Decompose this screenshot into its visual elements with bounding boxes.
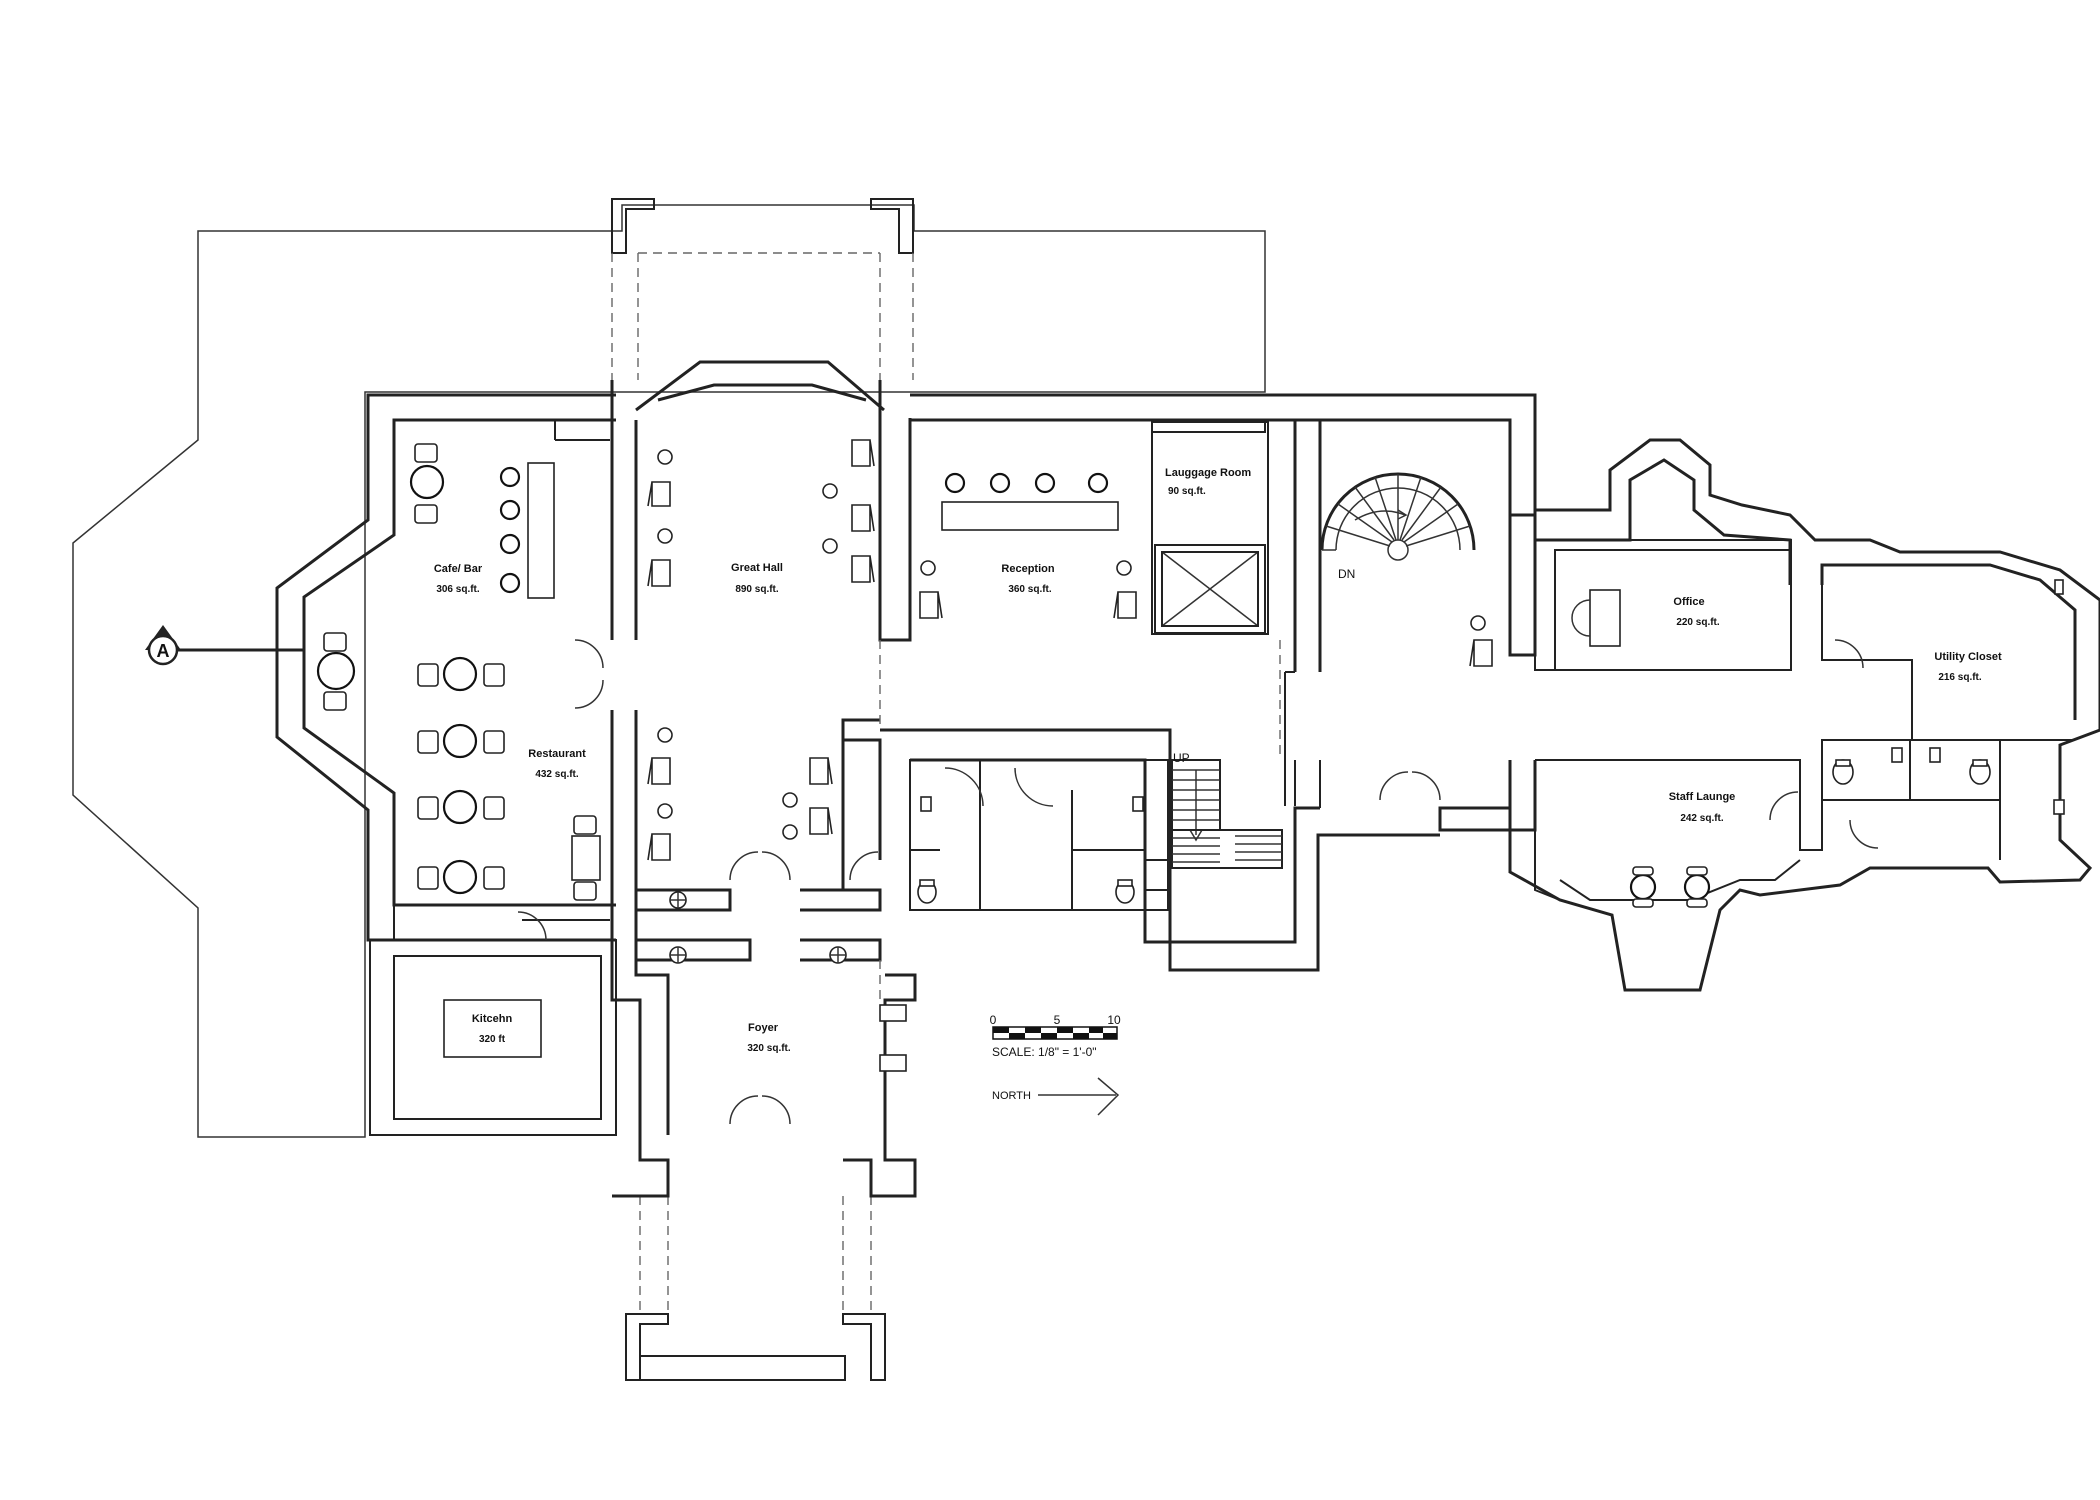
reception-area: 360 sq.ft.: [1008, 584, 1052, 595]
staff-lounge-area: 242 sq.ft.: [1680, 813, 1724, 824]
west-wing-walls: [275, 393, 617, 1136]
stair-down-label: DN: [1338, 567, 1355, 581]
scale-text: SCALE: 1/8" = 1'-0": [992, 1045, 1097, 1059]
north-label: NORTH: [992, 1090, 1031, 1102]
kitchen-counter: [443, 999, 542, 1058]
staff-lounge-name: Staff Launge: [1669, 791, 1736, 803]
reception-furniture: [919, 472, 1493, 667]
cafe-bar-area: 306 sq.ft.: [436, 584, 480, 595]
scale-bar: 0 5 10 SCALE: 1/8" = 1'-0": [990, 1013, 1121, 1059]
utility-closet-name: Utility Closet: [1934, 651, 2002, 663]
scale-tick-5: 5: [1054, 1013, 1061, 1027]
restaurant-name: Restaurant: [528, 748, 586, 760]
site-boundary: [72, 204, 1266, 1138]
foyer-name: Foyer: [748, 1022, 779, 1034]
restrooms: [909, 759, 1169, 911]
scale-tick-10: 10: [1107, 1013, 1121, 1027]
south-porch: [625, 1196, 886, 1381]
foyer-area: 320 sq.ft.: [747, 1043, 791, 1054]
great-hall-name: Great Hall: [731, 562, 783, 574]
office-name: Office: [1673, 596, 1704, 608]
scale-tick-0: 0: [990, 1013, 997, 1027]
luggage-room-name: Lauggage Room: [1165, 467, 1251, 479]
restaurant-area: 432 sq.ft.: [535, 769, 579, 780]
cafe-bar-furniture: [409, 443, 555, 599]
east-block-walls: [908, 393, 1537, 972]
kitchen-name: Kitcehn: [472, 1013, 513, 1025]
luggage-room-area: 90 sq.ft.: [1168, 486, 1206, 497]
spiral-stair: [1320, 472, 1476, 561]
great-hall-area: 890 sq.ft.: [735, 584, 779, 595]
central-walls: [610, 360, 917, 1198]
utility-closet-area: 216 sq.ft.: [1938, 672, 1982, 683]
staff-lounge-furniture: [1629, 866, 1711, 908]
north-arrow: NORTH: [992, 1077, 1120, 1116]
luggage-room-elevator: [1154, 544, 1266, 634]
door-swings: [517, 639, 1441, 1125]
great-hall-furniture: [647, 439, 875, 861]
reception-name: Reception: [1001, 563, 1054, 575]
section-marker-label: A: [157, 641, 170, 661]
office-area: 220 sq.ft.: [1676, 617, 1720, 628]
straight-stair: [1171, 759, 1283, 869]
kitchen-area: 320 ft: [479, 1034, 506, 1045]
foyer-columns: [669, 891, 907, 1072]
north-porch: [611, 198, 914, 380]
stair-up-label: UP: [1173, 751, 1190, 765]
cafe-bar-name: Cafe/ Bar: [434, 563, 483, 575]
restaurant-furniture: [316, 632, 601, 901]
section-marker: A: [145, 625, 304, 666]
east-wing-walls: [1508, 438, 2100, 992]
